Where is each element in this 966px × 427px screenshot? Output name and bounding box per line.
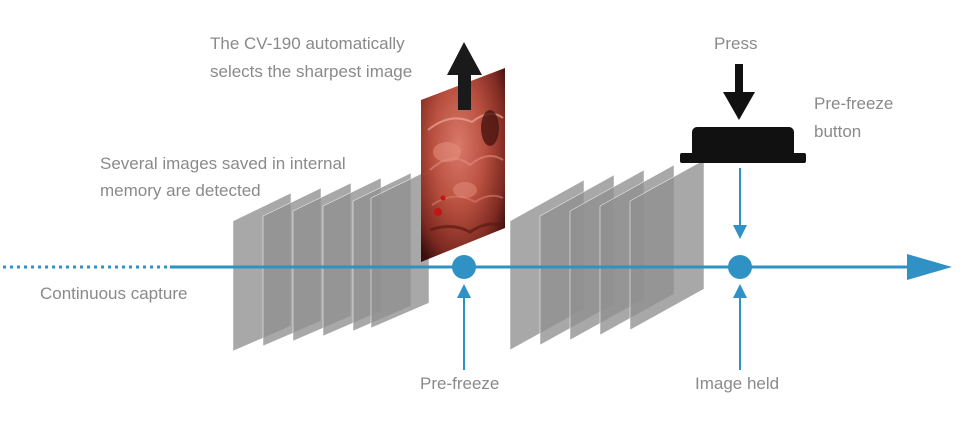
auto-select-label-line2: selects the sharpest image xyxy=(210,62,413,81)
frame-stack-1 xyxy=(232,169,430,352)
arrow-up-icon xyxy=(447,42,482,110)
image-held-label: Image held xyxy=(695,374,780,393)
image-held-up-arrow xyxy=(733,284,747,370)
auto-select-label-line1: The CV-190 automatically xyxy=(210,34,405,53)
prefreeze-up-arrow xyxy=(457,284,471,370)
arrow-down-icon xyxy=(723,64,755,120)
prefreeze-button-label-line1: Pre-freeze xyxy=(814,94,894,113)
frame-stack-2 xyxy=(509,159,705,351)
prefreeze-button-icon xyxy=(680,127,806,163)
button-down-arrow xyxy=(733,168,747,239)
several-images-label-line1: Several images saved in internal xyxy=(100,154,346,173)
prefreeze-label: Pre-freeze xyxy=(420,374,500,393)
selected-sharp-image xyxy=(421,68,505,262)
prefreeze-marker xyxy=(452,255,476,279)
image-held-marker xyxy=(728,255,752,279)
continuous-capture-label: Continuous capture xyxy=(40,284,188,303)
frame xyxy=(370,169,430,329)
timeline-arrowhead xyxy=(907,254,952,280)
several-images-label-line2: memory are detected xyxy=(100,181,261,200)
press-label: Press xyxy=(714,34,758,53)
frame xyxy=(629,159,705,331)
prefreeze-button-label-line2: button xyxy=(814,122,862,141)
